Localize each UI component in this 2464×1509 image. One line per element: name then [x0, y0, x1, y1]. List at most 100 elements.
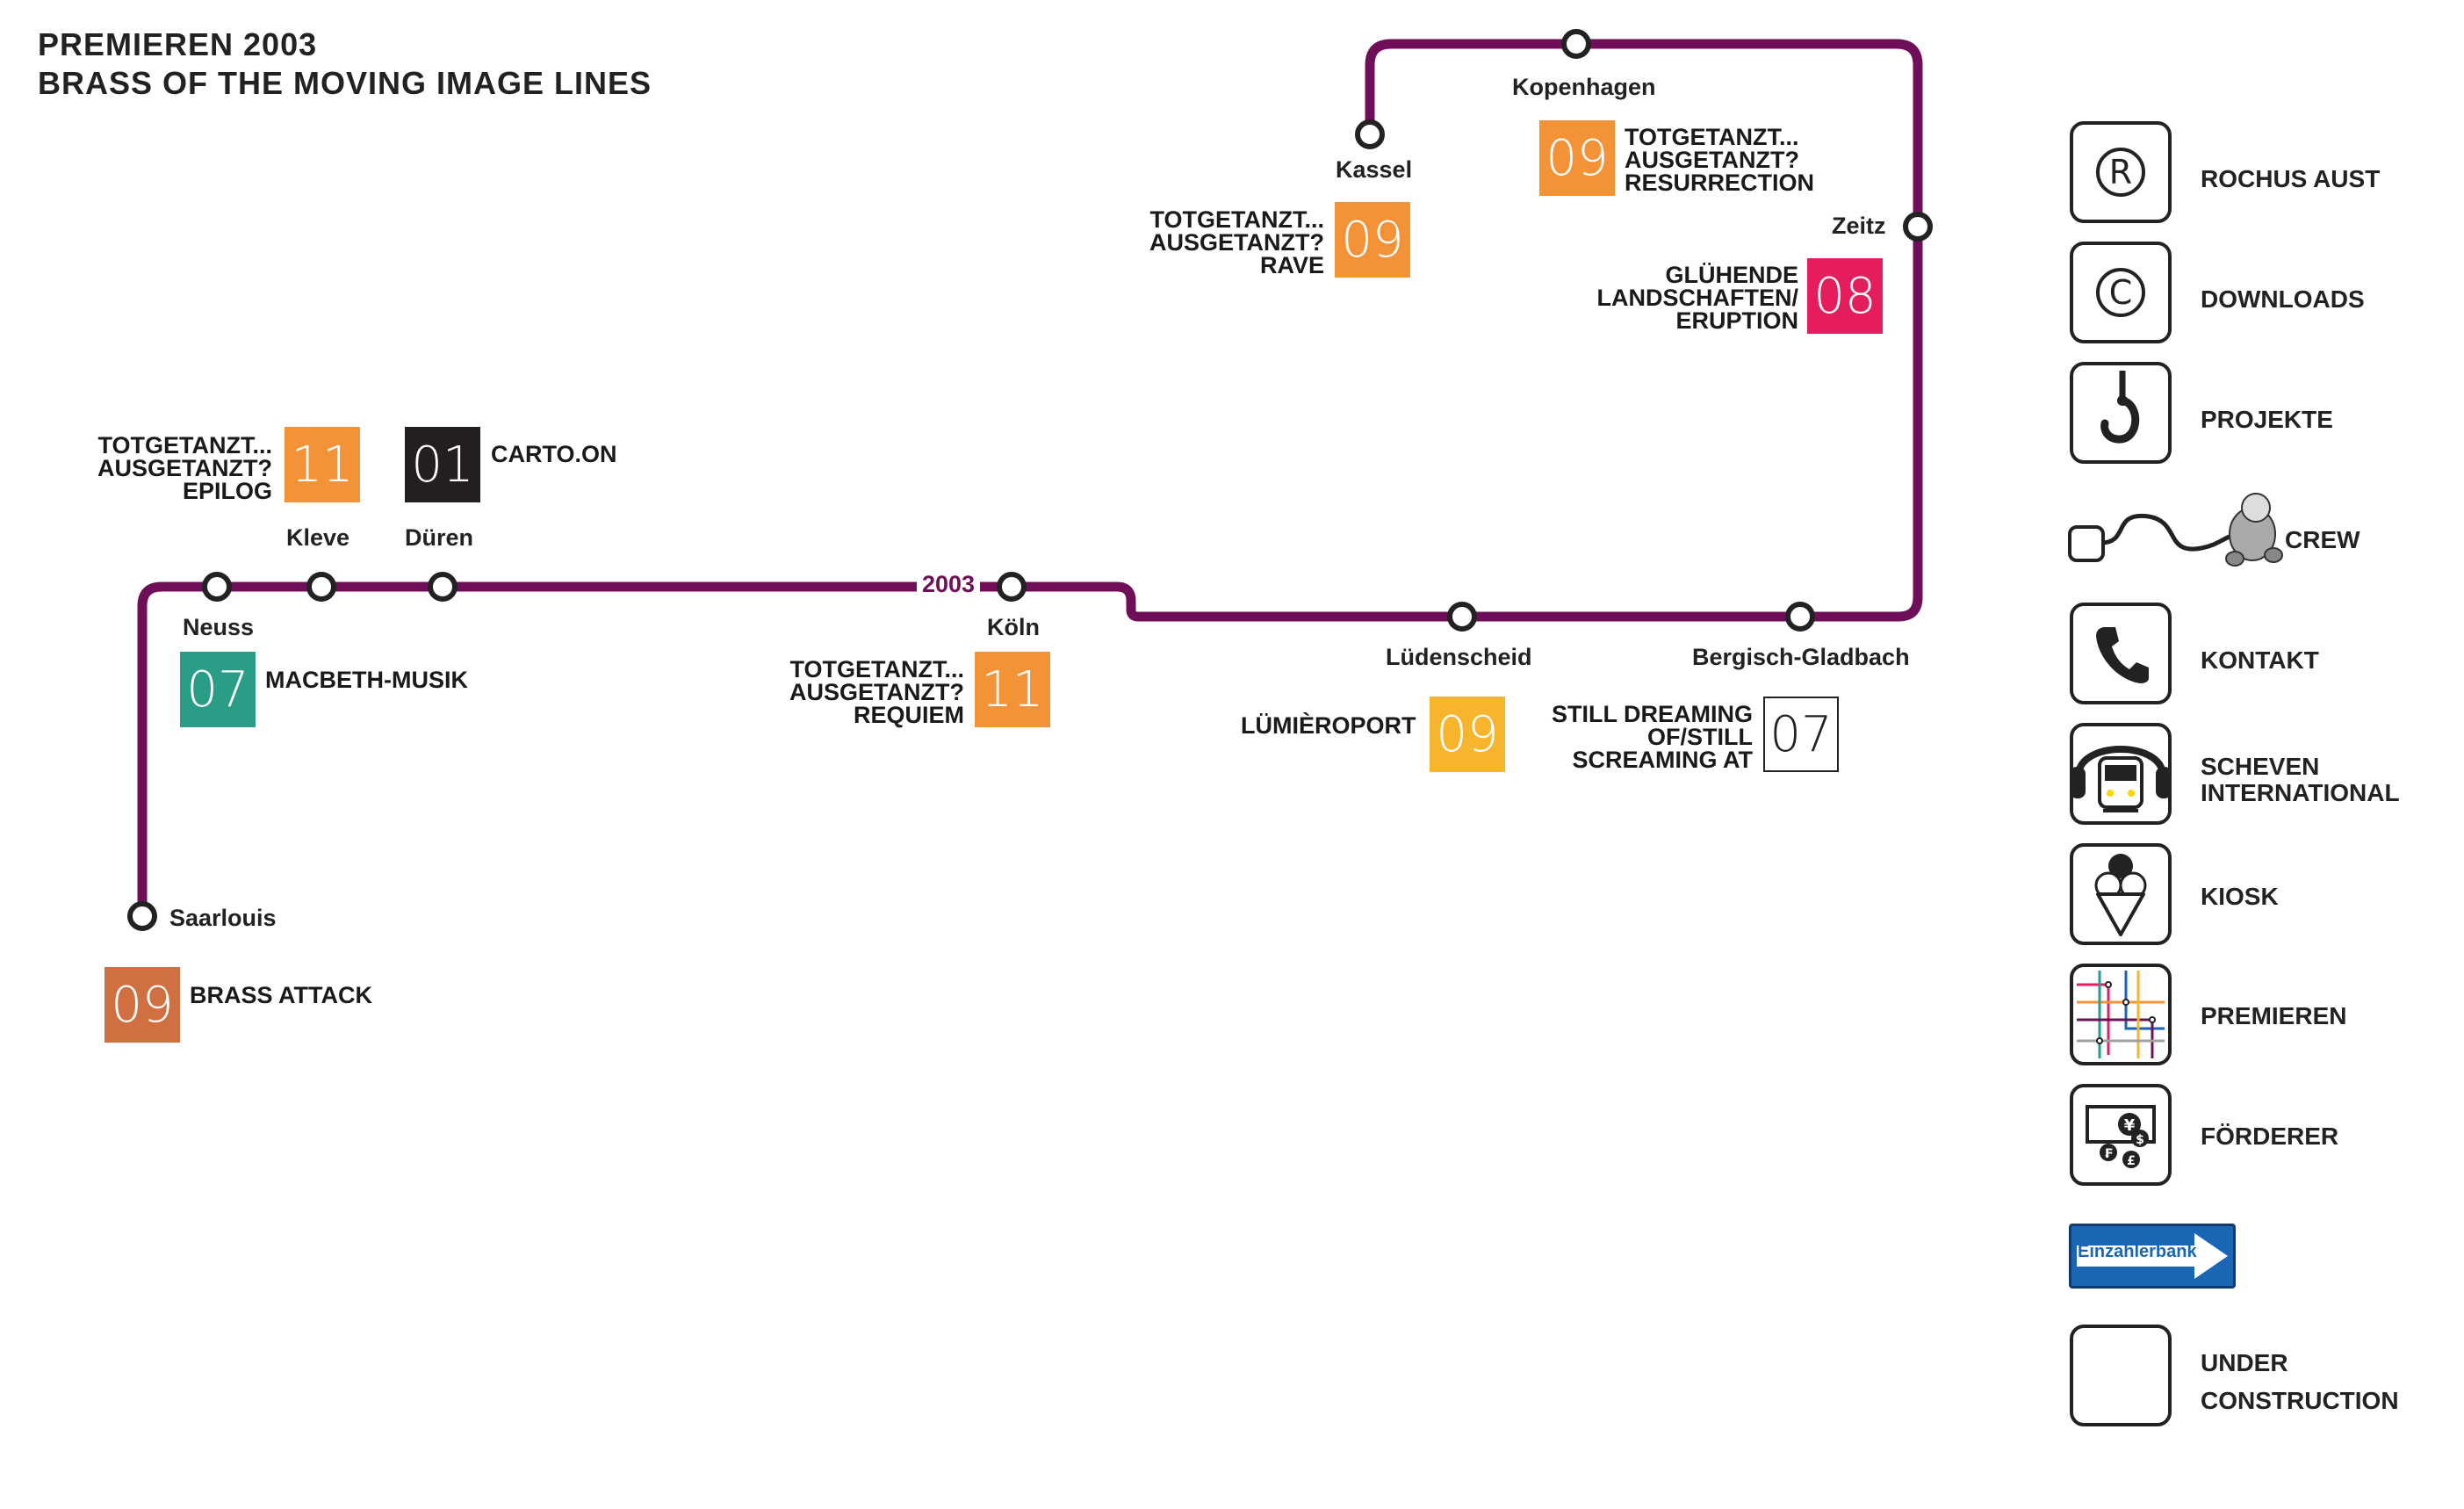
svg-text:C: C: [2109, 273, 2133, 312]
svg-text:£: £: [2127, 1154, 2136, 1168]
nav-kontakt-button[interactable]: [2070, 603, 2172, 704]
crew-graphic[interactable]: [2068, 485, 2296, 573]
station-name-saarlouis[interactable]: Saarlouis: [169, 905, 277, 931]
station-dot-neuss[interactable]: [202, 572, 232, 602]
premiere-title-resurrection[interactable]: TOTGETANZT... AUSGETANZT? RESURRECTION: [1625, 124, 1815, 196]
metro-map-icon: [2077, 971, 2165, 1058]
copyright-icon: C: [2096, 268, 2145, 317]
premiere-title-brass-attack[interactable]: BRASS ATTACK: [190, 982, 372, 1008]
station-name-neuss[interactable]: Neuss: [183, 614, 255, 640]
premiere-badge-epilog[interactable]: 11: [285, 427, 360, 502]
station-name-dueren[interactable]: Düren: [405, 524, 474, 551]
nav-label-crew[interactable]: CREW: [2285, 526, 2360, 553]
premiere-title-still-dreaming[interactable]: STILL DREAMING OF/STILL SCREAMING AT: [1510, 701, 1754, 773]
station-name-kassel[interactable]: Kassel: [1336, 156, 1413, 183]
station-dot-kassel[interactable]: [1355, 119, 1385, 149]
einzahlerbank-sign[interactable]: [2069, 1224, 2236, 1289]
station-dot-luedenscheid[interactable]: [1447, 602, 1477, 632]
station-name-bergisch-gladbach[interactable]: Bergisch-Gladbach: [1692, 644, 1910, 670]
premiere-title-line: RAVE: [1259, 252, 1324, 278]
nav-label-kontakt[interactable]: KONTAKT: [2201, 646, 2319, 674]
premiere-title-line: EPILOG: [182, 478, 272, 504]
station-name-kleve[interactable]: Kleve: [286, 524, 350, 551]
nav-downloads-button[interactable]: C: [2070, 242, 2172, 343]
premiere-title-epilog[interactable]: TOTGETANZT... AUSGETANZT? EPILOG: [88, 432, 273, 504]
station-name-luedenscheid[interactable]: Lüdenscheid: [1386, 644, 1532, 670]
nav-label-rochus-aust[interactable]: ROCHUS AUST: [2201, 165, 2381, 192]
premiere-title-line: TOTGETANZT...: [789, 656, 965, 682]
premiere-title-requiem[interactable]: TOTGETANZT... AUSGETANZT? REQUIEM: [773, 656, 965, 727]
station-dot-kleve[interactable]: [306, 572, 336, 602]
premiere-badge-requiem[interactable]: 11: [975, 652, 1050, 727]
station-markers: [127, 29, 1933, 931]
page-title-line-2: BRASS OF THE MOVING IMAGE LINES: [38, 65, 652, 101]
nav-label-premieren[interactable]: PREMIEREN: [2201, 1002, 2347, 1029]
currency-icon: ¥ $ ₣ £: [2086, 1105, 2156, 1168]
premiere-badge-resurrection[interactable]: 09: [1539, 120, 1615, 196]
premiere-badge-macbeth[interactable]: 07: [180, 652, 256, 727]
premiere-title-line: RESURRECTION: [1625, 170, 1815, 196]
nav-label-downloads[interactable]: DOWNLOADS: [2201, 285, 2365, 313]
premiere-title-line: AUSGETANZT?: [97, 455, 272, 481]
station-dot-dueren[interactable]: [428, 572, 457, 602]
premiere-badge-carto-on[interactable]: 01: [405, 427, 480, 502]
station-name-koeln[interactable]: Köln: [987, 614, 1040, 640]
year-marker: 2003: [917, 571, 981, 598]
nav-label-kiosk[interactable]: KIOSK: [2201, 883, 2279, 910]
one-way-arrow-icon: [2077, 1233, 2228, 1279]
premiere-badge-eruption[interactable]: 08: [1807, 258, 1883, 334]
premiere-badge-rave[interactable]: 09: [1335, 202, 1410, 278]
station-dot-zeitz[interactable]: [1903, 212, 1933, 242]
einzahlerbank-label[interactable]: Einzahlerbank: [2078, 1242, 2197, 1261]
premiere-badge-still-dreaming[interactable]: 07: [1763, 697, 1839, 772]
premiere-title-line: LANDSCHAFTEN/: [1596, 285, 1799, 311]
station-name-zeitz[interactable]: Zeitz: [1832, 213, 1886, 239]
premiere-title-rave[interactable]: TOTGETANZT... AUSGETANZT? RAVE: [1133, 206, 1325, 278]
nav-foerderer-button[interactable]: ¥ $ ₣ £: [2070, 1084, 2172, 1186]
ice-cream-icon: [2094, 854, 2147, 936]
premiere-title-line: TOTGETANZT...: [1149, 206, 1325, 233]
premiere-title-line: SCREAMING AT: [1572, 747, 1754, 773]
nav-label-line: INTERNATIONAL: [2201, 779, 2400, 806]
headphones-train-icon: [2070, 746, 2172, 812]
premiere-title-lumieroport[interactable]: LÜMIÈROPORT: [1241, 712, 1416, 739]
premiere-title-line: TOTGETANZT...: [1625, 124, 1799, 150]
premiere-title-line: OF/STILL: [1647, 724, 1753, 750]
nav-label-line: CONSTRUCTION: [2201, 1387, 2399, 1414]
nav-projekte-button[interactable]: [2070, 362, 2172, 464]
telephone-icon: [2096, 627, 2149, 683]
nav-label-line: UNDER: [2201, 1349, 2288, 1376]
premiere-title-line: STILL DREAMING: [1552, 701, 1753, 727]
station-dot-kopenhagen[interactable]: [1561, 29, 1591, 59]
nav-label-under-construction[interactable]: UNDER CONSTRUCTION: [2201, 1344, 2399, 1419]
svg-text:¥: ¥: [2124, 1116, 2136, 1135]
nav-premieren-button[interactable]: [2070, 964, 2172, 1065]
station-dot-saarlouis[interactable]: [127, 901, 157, 931]
registered-icon: R: [2096, 148, 2145, 197]
svg-text:₣: ₣: [2104, 1147, 2113, 1161]
nav-label-scheven[interactable]: SCHEVEN INTERNATIONAL: [2201, 754, 2400, 806]
nav-under-construction-button[interactable]: [2070, 1325, 2172, 1426]
nav-scheven-button[interactable]: [2070, 723, 2172, 825]
premiere-badge-lumieroport[interactable]: 09: [1430, 697, 1505, 772]
premiere-title-macbeth[interactable]: MACBETH-MUSIK: [265, 667, 468, 693]
premiere-title-line: AUSGETANZT?: [1149, 229, 1324, 256]
premiere-title-line: AUSGETANZT?: [1625, 147, 1799, 173]
nav-label-foerderer[interactable]: FÖRDERER: [2201, 1123, 2339, 1150]
nav-label-projekte[interactable]: PROJEKTE: [2201, 406, 2333, 433]
station-dot-bergisch-gladbach[interactable]: [1785, 602, 1815, 632]
station-name-kopenhagen[interactable]: Kopenhagen: [1512, 74, 1656, 100]
premiere-badge-brass-attack[interactable]: 09: [104, 967, 180, 1043]
premiere-title-carto-on[interactable]: CARTO.ON: [491, 441, 617, 467]
premiere-title-line: TOTGETANZT...: [97, 432, 273, 458]
svg-text:R: R: [2109, 153, 2132, 191]
station-dot-koeln[interactable]: [997, 572, 1027, 602]
premiere-title-line: AUSGETANZT?: [789, 679, 964, 705]
premiere-title-line: GLÜHENDE: [1665, 262, 1798, 288]
premiere-title-eruption[interactable]: GLÜHENDE LANDSCHAFTEN/ ERUPTION: [1563, 262, 1799, 333]
nav-kiosk-button[interactable]: [2070, 843, 2172, 945]
crane-hook-icon: [2100, 371, 2140, 444]
nav-rochus-aust-button[interactable]: R: [2070, 121, 2172, 223]
page-title-line-1: PREMIEREN 2003: [38, 26, 318, 62]
